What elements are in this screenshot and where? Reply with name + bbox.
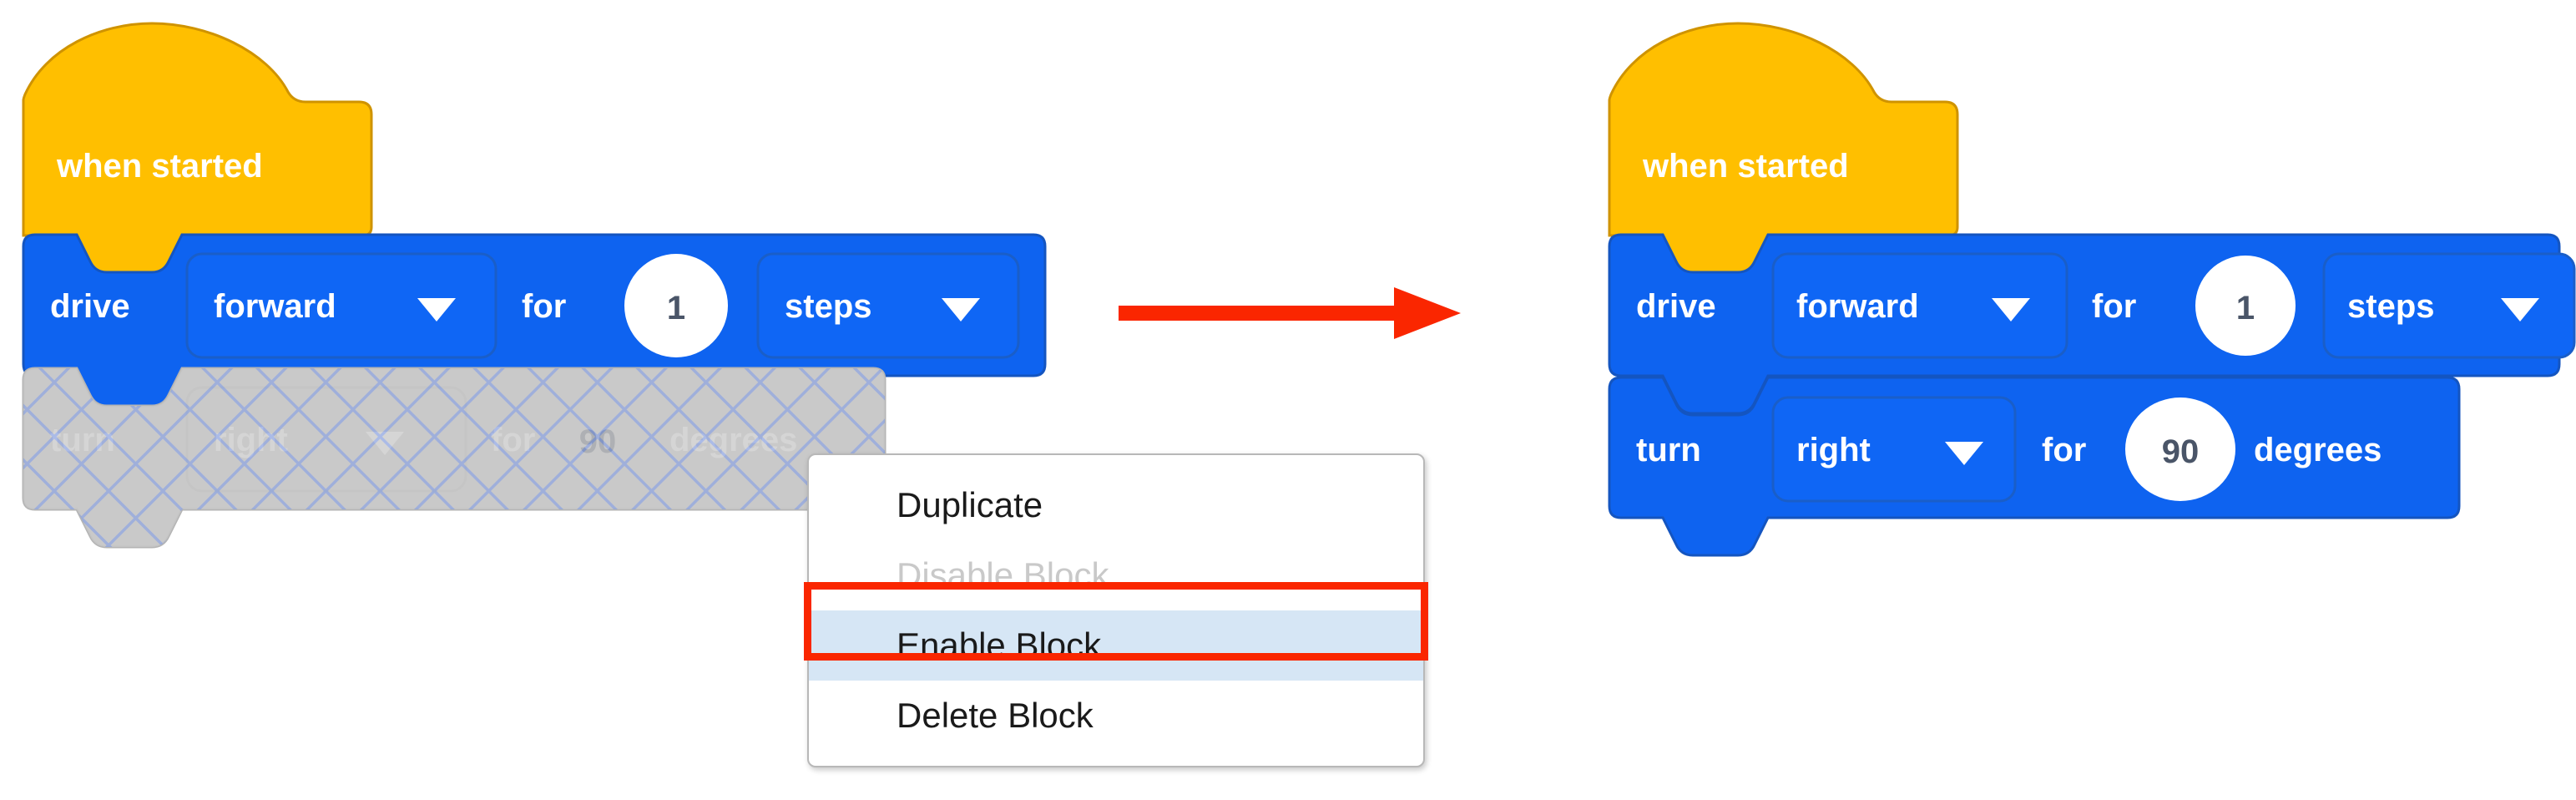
chevron-down-icon — [1945, 442, 1983, 465]
hat-block-when-started[interactable]: when started — [22, 22, 373, 275]
drive-amount-field[interactable]: 1 — [2195, 256, 2296, 356]
left-block-stack: when started drive forward for 1 steps — [22, 22, 1047, 549]
drive-direction-dropdown-bg — [185, 252, 498, 359]
menu-item-disable-block: Disable Block — [897, 555, 1109, 595]
drive-amount-oval — [2195, 256, 2296, 356]
hat-block-label: when started — [1642, 148, 1849, 185]
turn-amount-value: 90 — [2162, 433, 2200, 470]
turn-amount-field[interactable]: 90 — [2125, 397, 2235, 501]
hat-block-label: when started — [56, 148, 263, 185]
drive-unit-dropdown[interactable]: steps — [756, 252, 1020, 359]
right-block-stack: when started drive forward for 1 steps — [1608, 22, 2576, 557]
turn-direction-value: right — [1796, 432, 1871, 468]
drive-for-label: for — [522, 288, 566, 325]
turn-block[interactable]: turn right for 90 degrees — [1608, 376, 2461, 557]
drive-unit-dropdown-bg — [756, 252, 1020, 359]
turn-direction-dropdown[interactable]: right — [1771, 396, 2017, 503]
drive-block[interactable]: drive forward for 1 steps — [1608, 233, 2576, 415]
drive-amount-oval — [624, 254, 728, 357]
chevron-down-icon — [2501, 298, 2539, 322]
drive-direction-dropdown-bg — [1771, 252, 2068, 359]
drive-unit-value: steps — [2347, 288, 2435, 325]
turn-amount-oval — [2125, 397, 2235, 501]
drive-unit-value: steps — [785, 288, 872, 325]
drive-direction-dropdown[interactable]: forward — [1771, 252, 2068, 359]
turn-block-verb-label: turn — [1636, 432, 1701, 468]
chevron-down-icon — [942, 298, 980, 322]
chevron-down-icon — [417, 298, 456, 322]
menu-item-duplicate[interactable]: Duplicate — [897, 485, 1043, 524]
drive-amount-field[interactable]: 1 — [624, 254, 728, 357]
drive-block-verb-label: drive — [50, 288, 130, 325]
turn-unit-label: degrees — [2254, 432, 2382, 468]
drive-direction-value: forward — [214, 288, 336, 325]
block-context-menu[interactable]: Duplicate Disable Block Enable Block Del… — [807, 453, 1425, 767]
drive-for-label: for — [2092, 288, 2136, 325]
drive-unit-dropdown-bg — [2322, 252, 2576, 359]
menu-item-enable-block[interactable]: Enable Block — [809, 610, 1423, 681]
drive-direction-value: forward — [1796, 288, 1919, 325]
drive-unit-dropdown[interactable]: steps — [2322, 252, 2576, 359]
hat-block-when-started[interactable]: when started — [1608, 22, 1959, 275]
drive-amount-value: 1 — [667, 290, 685, 327]
chevron-down-icon — [1992, 298, 2030, 322]
menu-item-delete-block[interactable]: Delete Block — [897, 696, 1094, 735]
drive-amount-value: 1 — [2236, 290, 2255, 327]
drive-block-verb-label: drive — [1636, 288, 1716, 325]
transition-arrow — [1119, 287, 1461, 339]
turn-direction-dropdown-bg — [1771, 396, 2017, 503]
drive-direction-dropdown[interactable]: forward — [185, 252, 498, 359]
turn-for-label: for — [2042, 432, 2086, 468]
arrow-right-icon — [1119, 287, 1461, 339]
